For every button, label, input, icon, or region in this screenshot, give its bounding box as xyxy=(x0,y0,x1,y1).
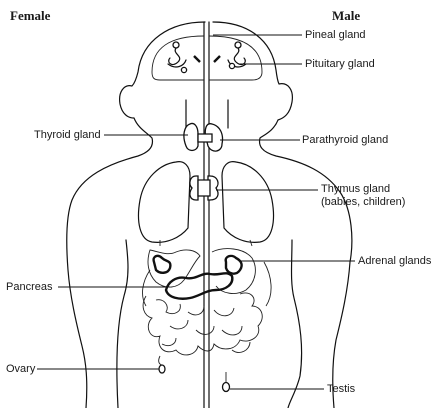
testis-label: Testis xyxy=(327,383,356,395)
thyroid-label: Thyroid gland xyxy=(34,129,101,141)
parathyroid-label: Parathyroid gland xyxy=(302,134,389,146)
thymus-label: Thymus gland (babies, children) xyxy=(321,183,405,209)
male-torso-inner xyxy=(287,239,303,408)
male-heading: Male xyxy=(332,8,361,23)
male-body-outline xyxy=(212,21,353,408)
female-torso-inner xyxy=(116,239,129,408)
thymus-gland-shape xyxy=(189,175,199,201)
ovary-shape xyxy=(158,364,166,374)
female-body-outline xyxy=(66,21,206,408)
adrenal-gland-right xyxy=(224,254,243,275)
thyroid-gland-shape xyxy=(183,122,199,152)
parathyroid-gland-shape xyxy=(204,123,224,152)
pineal-label: Pineal gland xyxy=(305,29,366,41)
pineal-gland-shape xyxy=(167,41,247,68)
brain-outline xyxy=(151,35,263,81)
pancreas-label: Pancreas xyxy=(6,281,53,293)
adrenal-gland-left xyxy=(152,254,172,274)
pancreas-shape xyxy=(164,272,234,300)
ovary-label: Ovary xyxy=(6,363,36,375)
right-lung xyxy=(221,161,275,243)
adrenal-label: Adrenal glands xyxy=(358,255,432,267)
neck-line xyxy=(185,99,229,129)
pituitary-label: Pituitary gland xyxy=(305,58,375,70)
stomach-shape xyxy=(147,249,201,288)
testis-shape xyxy=(221,381,231,393)
female-heading: Female xyxy=(10,8,51,23)
thymus-label-line2: (babies, children) xyxy=(321,196,406,208)
left-lung xyxy=(137,161,191,243)
intestines xyxy=(142,292,263,356)
thymus-label-line1: Thymus gland xyxy=(321,183,391,195)
pituitary-gland-shape xyxy=(180,55,236,74)
